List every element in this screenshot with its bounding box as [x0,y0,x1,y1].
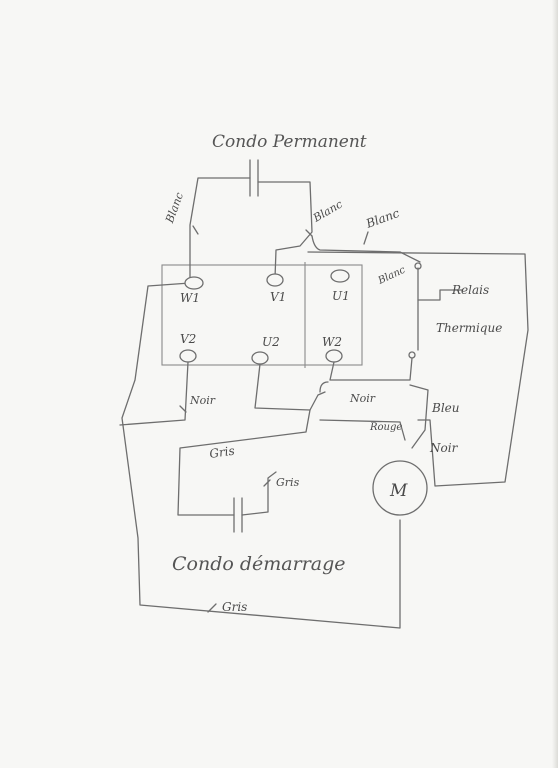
label-noir-right: Noir [429,441,459,455]
terminal-block-outer [161,264,363,366]
terminal-v1 [266,273,284,287]
label-v2: V2 [180,332,196,346]
wire-noir-mid [329,357,413,381]
label-blanc-mid: Blanc [310,198,345,225]
terminal-u2 [251,351,269,365]
label-blanc-right: Blanc [363,206,401,231]
label-noir-left: Noir [189,394,216,407]
label-motor: M [389,481,408,501]
label-bleu: Bleu [431,401,460,415]
label-u2: U2 [262,335,280,349]
label-rouge: Rouge [369,422,402,433]
tick-blanc-left [192,225,199,235]
wire-cross-hop [319,381,329,393]
wire-blanc-to-w1 [189,177,251,284]
wire-u2-link [254,363,326,411]
relay-thermique-symbol [417,289,463,301]
tick-gris-bottom [207,603,217,613]
paper-edge-shadow [552,0,558,768]
tick-blanc-mid [305,229,313,237]
label-gris-bottom: Gris [222,600,247,614]
wire-gris-mid [241,471,277,516]
terminal-v2 [179,349,197,363]
motor-symbol [372,460,428,516]
label-thermique: Thermique [436,321,502,335]
label-condo-permanent: Condo Permanent [212,132,367,152]
label-w1: W1 [180,291,200,305]
wire-noir-left [119,361,189,426]
wire-frame-right [307,251,529,487]
wire-gris-to-condo [177,409,311,516]
tick-noir-left [179,405,187,413]
relay-contact-bottom [408,351,416,359]
label-gris-top: Gris [208,444,235,461]
wire-blanc-to-relay [311,235,421,263]
label-relais: Relais [451,283,489,297]
wire-frame-left-bottom [121,282,401,629]
label-blanc-relay: Blanc [376,265,408,288]
tick-gris-mid [263,479,271,487]
label-w2: W2 [322,335,342,349]
label-condo-demarrage: Condo démarrage [172,553,346,575]
tick-blanc-right [363,231,369,245]
terminal-w2 [325,349,343,363]
terminal-w1 [184,276,204,290]
label-u1: U1 [332,289,350,303]
label-noir-mid: Noir [349,392,376,405]
wire-rouge [319,419,406,441]
label-v1: V1 [270,290,286,304]
wire-bleu-noir [409,384,429,449]
label-blanc-left: Blanc [163,191,186,226]
label-gris-mid: Gris [276,476,300,489]
wire-blanc-to-v1 [257,181,313,279]
terminal-u1 [330,269,350,283]
